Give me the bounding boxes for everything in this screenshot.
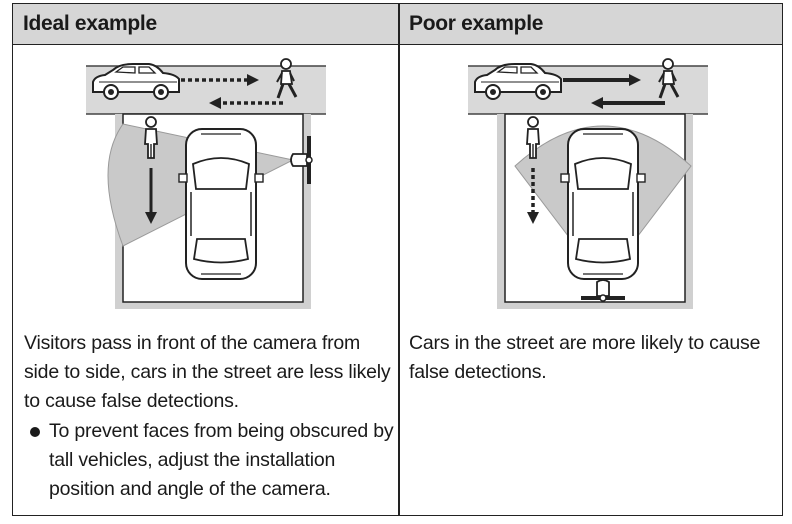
comparison-table: Ideal example Poor example [12,3,783,516]
column-divider [398,4,400,515]
car-icon [560,128,646,280]
dashed-arrow-icon [527,212,539,224]
car-icon [178,128,264,280]
dashed-arrow-icon [247,74,259,86]
bullet-text: To prevent faces from being obscured by … [49,420,394,500]
poor-example-illustration [468,57,708,309]
poor-description: Cars in the street are more likely to ca… [409,332,761,383]
ideal-example-heading: Ideal example [23,12,157,35]
ideal-description: Visitors pass in front of the camera fro… [24,332,391,412]
solid-arrow-icon [145,212,157,224]
solid-arrow-icon [629,74,641,86]
bullet-icon [30,427,40,437]
ideal-example-illustration [86,57,326,309]
ideal-bullet-note: To prevent faces from being obscured by … [24,417,396,504]
poor-example-heading: Poor example [409,12,544,35]
table-header: Ideal example Poor example [13,4,782,45]
